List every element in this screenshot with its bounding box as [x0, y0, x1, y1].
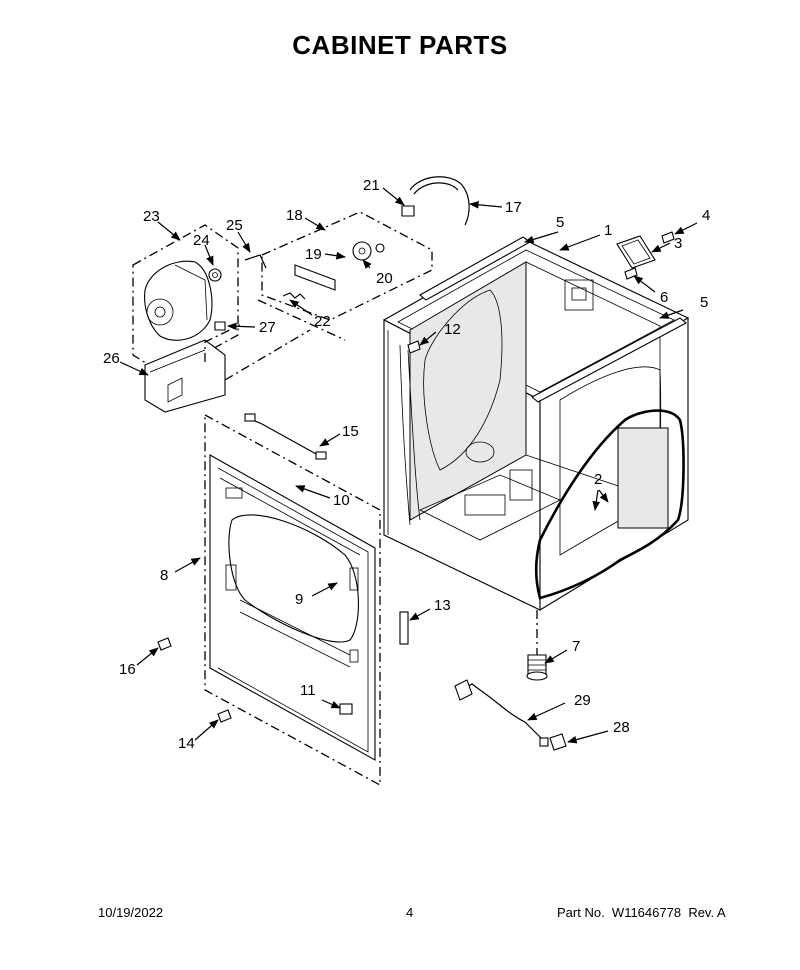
footer-page-number: 4 — [406, 905, 414, 920]
footer-date: 10/19/2022 — [98, 905, 164, 920]
callout-6: 6 — [660, 289, 668, 306]
motor-assembly — [132, 224, 311, 413]
callout-19: 19 — [305, 246, 322, 263]
callout-12: 12 — [444, 321, 461, 338]
callout-16: 16 — [119, 661, 136, 678]
callout-5b: 5 — [700, 294, 708, 311]
callout-2: 2 — [594, 471, 602, 488]
callout-13: 13 — [434, 597, 451, 614]
callout-15: 15 — [342, 423, 359, 440]
callout-17: 17 — [505, 199, 522, 216]
footer-part-label: Part No. — [557, 905, 605, 920]
callout-23: 23 — [143, 208, 160, 225]
callout-5a: 5 — [556, 214, 564, 231]
callout-10: 10 — [333, 492, 350, 509]
callout-9: 9 — [295, 591, 303, 608]
callout-27: 27 — [259, 319, 276, 336]
callout-29: 29 — [574, 692, 591, 709]
callout-24: 24 — [193, 232, 210, 249]
callout-11: 11 — [300, 682, 316, 699]
callout-22: 22 — [314, 313, 331, 330]
callout-3: 3 — [674, 235, 682, 252]
callout-26: 26 — [103, 350, 120, 367]
callout-7: 7 — [572, 638, 580, 655]
footer-part-info: Part No. W11646778 Rev. A — [557, 905, 726, 920]
callout-1: 1 — [604, 222, 612, 239]
cabinet-body — [382, 236, 690, 681]
callout-4: 4 — [702, 207, 710, 224]
idler-assembly — [257, 176, 470, 341]
page-title: CABINET PARTS — [292, 30, 508, 60]
callout-8: 8 — [160, 567, 168, 584]
callout-25: 25 — [226, 217, 243, 234]
callout-21: 21 — [363, 177, 380, 194]
footer-part-number: W11646778 — [611, 905, 682, 920]
callout-labels: 1 2 3 4 5 5 6 7 8 9 10 11 12 13 14 15 16… — [103, 177, 710, 752]
callout-28: 28 — [613, 719, 630, 736]
callout-14: 14 — [178, 735, 195, 752]
leader-lines — [119, 187, 698, 744]
callout-20: 20 — [376, 270, 393, 287]
callout-18: 18 — [286, 207, 303, 224]
footer-revision: Rev. A — [688, 905, 726, 920]
front-panel — [157, 413, 409, 787]
small-parts — [407, 231, 675, 751]
